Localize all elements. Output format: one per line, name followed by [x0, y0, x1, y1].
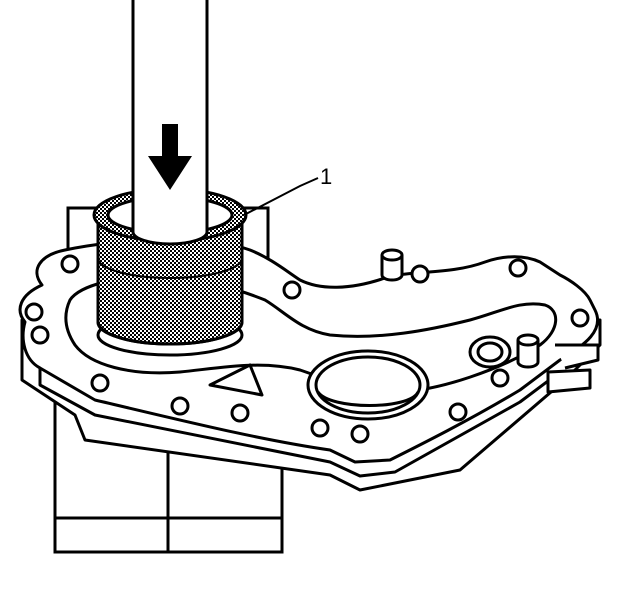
bolt-holes	[24, 254, 590, 444]
dowel-pins	[380, 248, 540, 369]
arrow-down-icon	[148, 124, 192, 190]
installer-tool	[131, 0, 209, 246]
callout-1: 1	[243, 164, 332, 216]
callout-label: 1	[320, 164, 332, 189]
